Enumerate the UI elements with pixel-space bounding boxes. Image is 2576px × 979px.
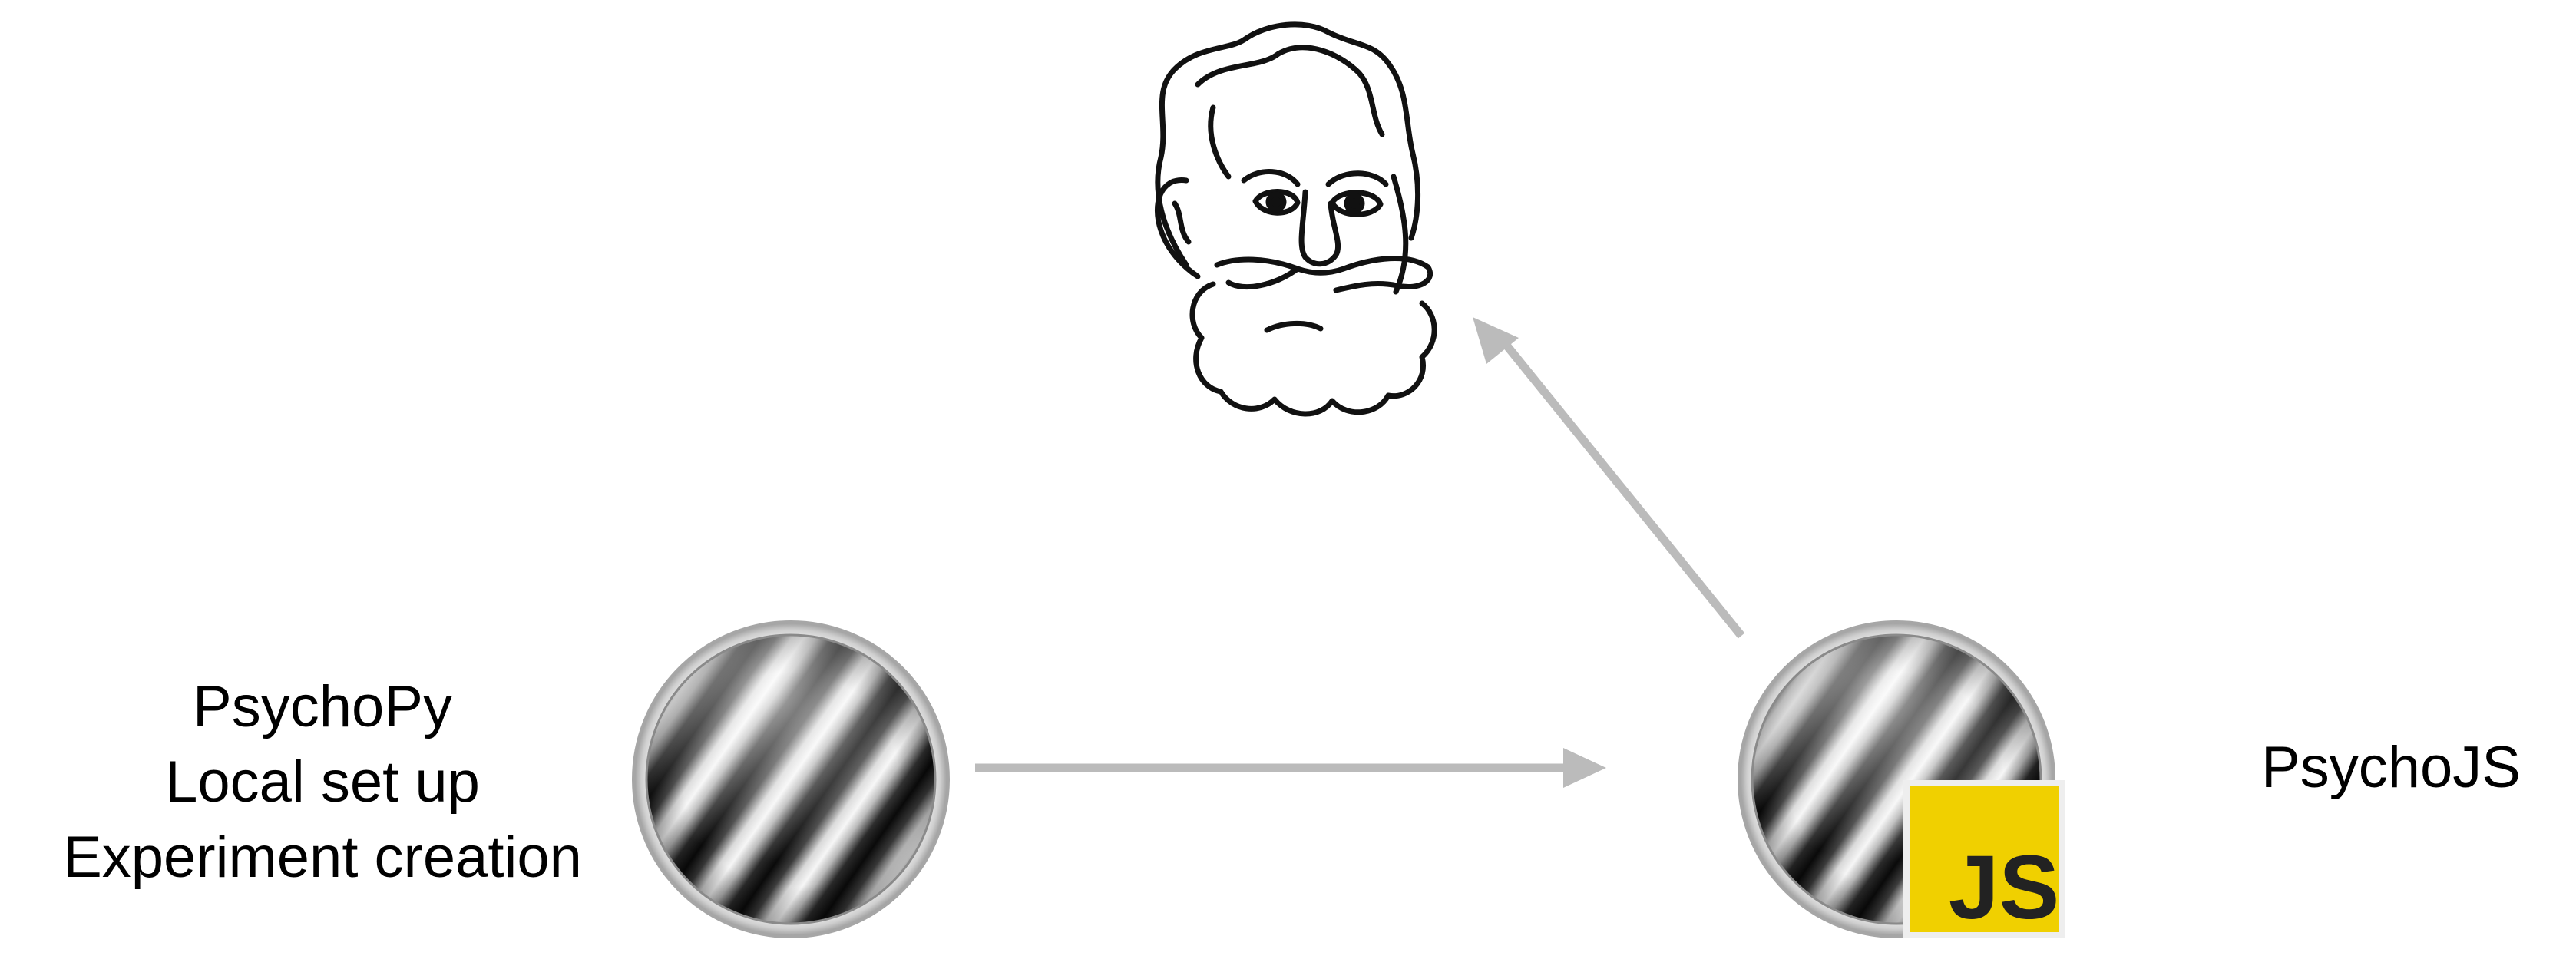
psychopy-label-line-1: PsychoPy (193, 674, 452, 739)
psychopy-label-line-3: Experiment creation (63, 825, 582, 890)
psychopy-label: PsychoPy Local set up Experiment creatio… (15, 670, 630, 895)
psychopy-label-line-2: Local set up (165, 749, 480, 815)
bearded-face-line-drawing (1154, 21, 1437, 417)
psychojs-label: PsychoJS (2261, 735, 2521, 800)
edge-psychopy-to-psychojs (975, 748, 1606, 788)
psychopy-grating-icon (632, 620, 950, 938)
javascript-badge-text: JS (1949, 837, 2059, 938)
edge-psychojs-to-pavlovia (1473, 317, 1745, 639)
javascript-badge-icon: JS (1903, 780, 2065, 938)
